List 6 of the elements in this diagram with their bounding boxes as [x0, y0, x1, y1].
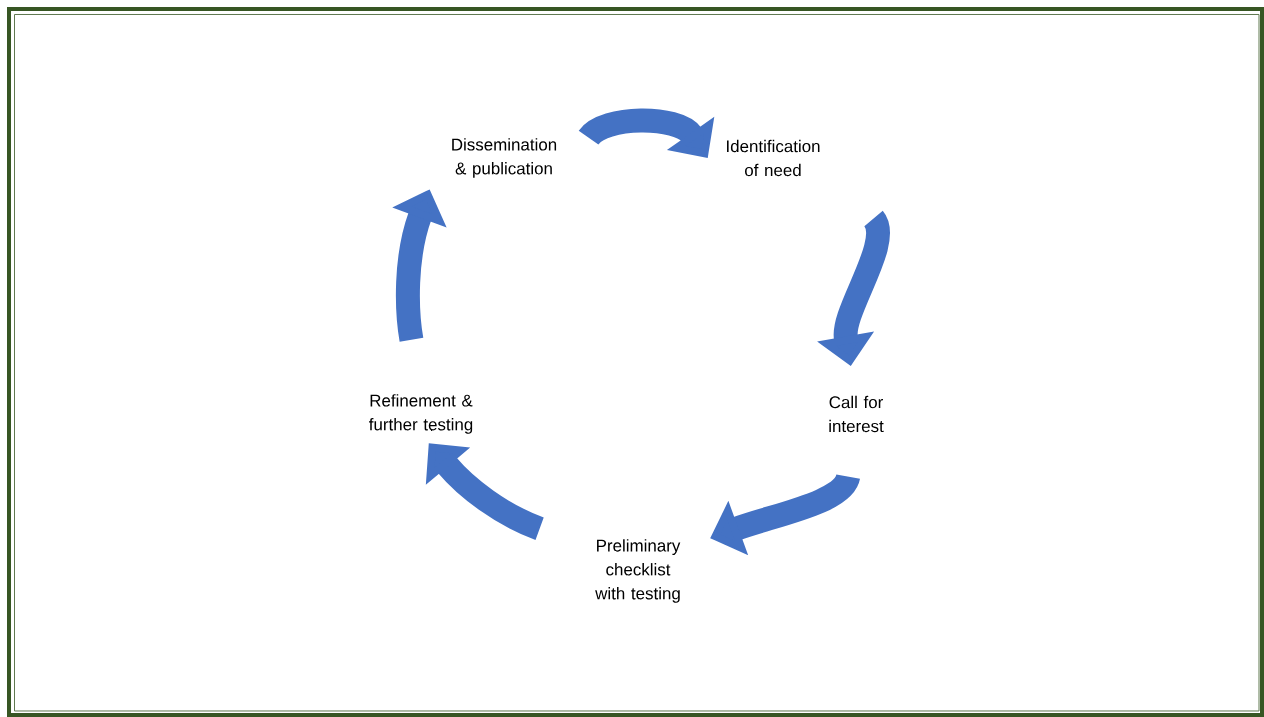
- step-label: Dissemination & publication: [452, 138, 557, 178]
- step-label: Identification of need: [727, 139, 820, 177]
- step-label: Call for interest: [829, 395, 884, 433]
- step-label: Refinement & further testing: [369, 394, 473, 434]
- step-label: Preliminary checklist with testing: [595, 539, 681, 603]
- curved-arrow: [425, 443, 545, 540]
